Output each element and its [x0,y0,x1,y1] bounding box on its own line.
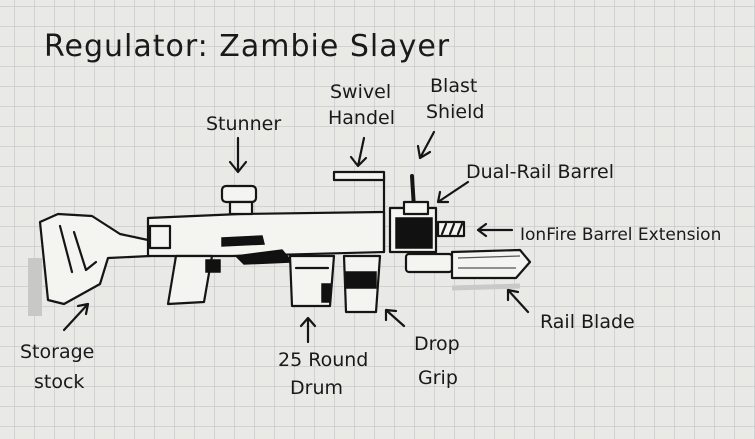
swivel-arrow [349,136,368,168]
drop-grip-arrow [384,308,406,328]
label-rail-blade: Rail Blade [540,311,635,333]
ionfire-arrow [476,222,514,238]
label-drop-line1: Drop [414,333,460,355]
swivel-bar [332,170,386,182]
label-ionfire-extension: IonFire Barrel Extension [520,225,721,245]
stunner-arrow [228,136,248,174]
body-decal [221,235,265,247]
drum-mark [321,283,331,303]
label-swivel-line2: Handel [328,107,395,129]
barrel-cap [402,200,430,216]
rail-mount [404,252,454,274]
body-block [148,224,172,250]
label-swivel-line1: Swivel [330,81,391,103]
label-stock-line1: Storage [20,341,94,363]
label-drop-line2: Grip [418,367,458,389]
pistol-grip [166,254,214,306]
label-blast-line1: Blast [430,75,477,97]
receiver-body [146,210,386,258]
blade-shadow [451,283,521,291]
drum-arrow [299,316,317,344]
trigger-guard [205,259,221,273]
rail-blade-arrow [506,288,530,314]
label-dual-rail-barrel: Dual-Rail Barrel [466,161,614,183]
label-stunner: Stunner [206,113,281,135]
label-arrows [62,130,530,344]
barrel-block-fill [395,217,433,249]
label-drum-line2: Drum [290,377,343,399]
stunner-mount [228,200,254,216]
stock-smudge [28,258,42,316]
label-drum-line1: 25 Round [278,349,368,371]
blade-hatch [457,255,521,269]
stock-arrow [62,302,90,332]
blast-arrow [416,130,436,160]
rail-blade [450,248,532,280]
weapon-drawing [28,170,532,316]
diagram-title: Regulator: Zambie Slayer [44,29,450,64]
label-stock-line2: stock [34,371,84,393]
drop-grip-band [345,271,377,289]
label-blast-line2: Shield [426,101,484,123]
ionfire-hatch [440,222,464,236]
stunner-scope [220,184,258,204]
stock-detail [58,224,98,274]
dual-rail-arrow [436,180,470,204]
